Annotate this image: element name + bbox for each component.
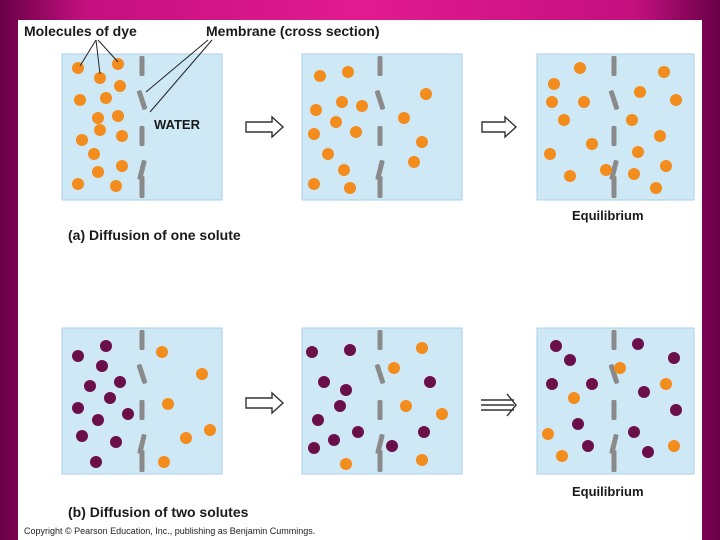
molecules-of-dye-label: Molecules of dye: [24, 23, 137, 39]
arrow-a2: [481, 115, 518, 139]
dye-molecules-b1: [156, 346, 216, 468]
equilibrium-label-b: Equilibrium: [572, 484, 644, 499]
arrow-a1: [245, 115, 285, 139]
dye-molecules-b2: [340, 342, 448, 470]
arrow-b1: [245, 391, 285, 415]
diffusion-diagram: Molecules of dye Membrane (cross section…: [24, 23, 695, 536]
caption-a: (a) Diffusion of one solute: [68, 227, 241, 243]
purple-molecules-b1: [72, 340, 134, 468]
dye-molecules-a2: [308, 66, 432, 194]
equilibrium-label-a: Equilibrium: [572, 208, 644, 223]
water-label: WATER: [154, 117, 201, 132]
copyright-text: Copyright © Pearson Education, Inc., pub…: [24, 526, 315, 536]
dye-molecules-b3: [542, 362, 680, 462]
purple-molecules-b3: [546, 338, 682, 458]
dye-molecules-a3: [544, 62, 682, 194]
membrane-leader-lines: [145, 39, 213, 113]
dye-leader-lines: [79, 39, 119, 75]
membrane-label: Membrane (cross section): [206, 23, 380, 39]
dye-molecules-a1: [72, 58, 128, 192]
slide: Molecules of dye Membrane (cross section…: [18, 20, 702, 540]
equilibrium-arrow-b2: [481, 393, 517, 417]
caption-b: (b) Diffusion of two solutes: [68, 504, 249, 520]
purple-molecules-b2: [306, 344, 436, 454]
